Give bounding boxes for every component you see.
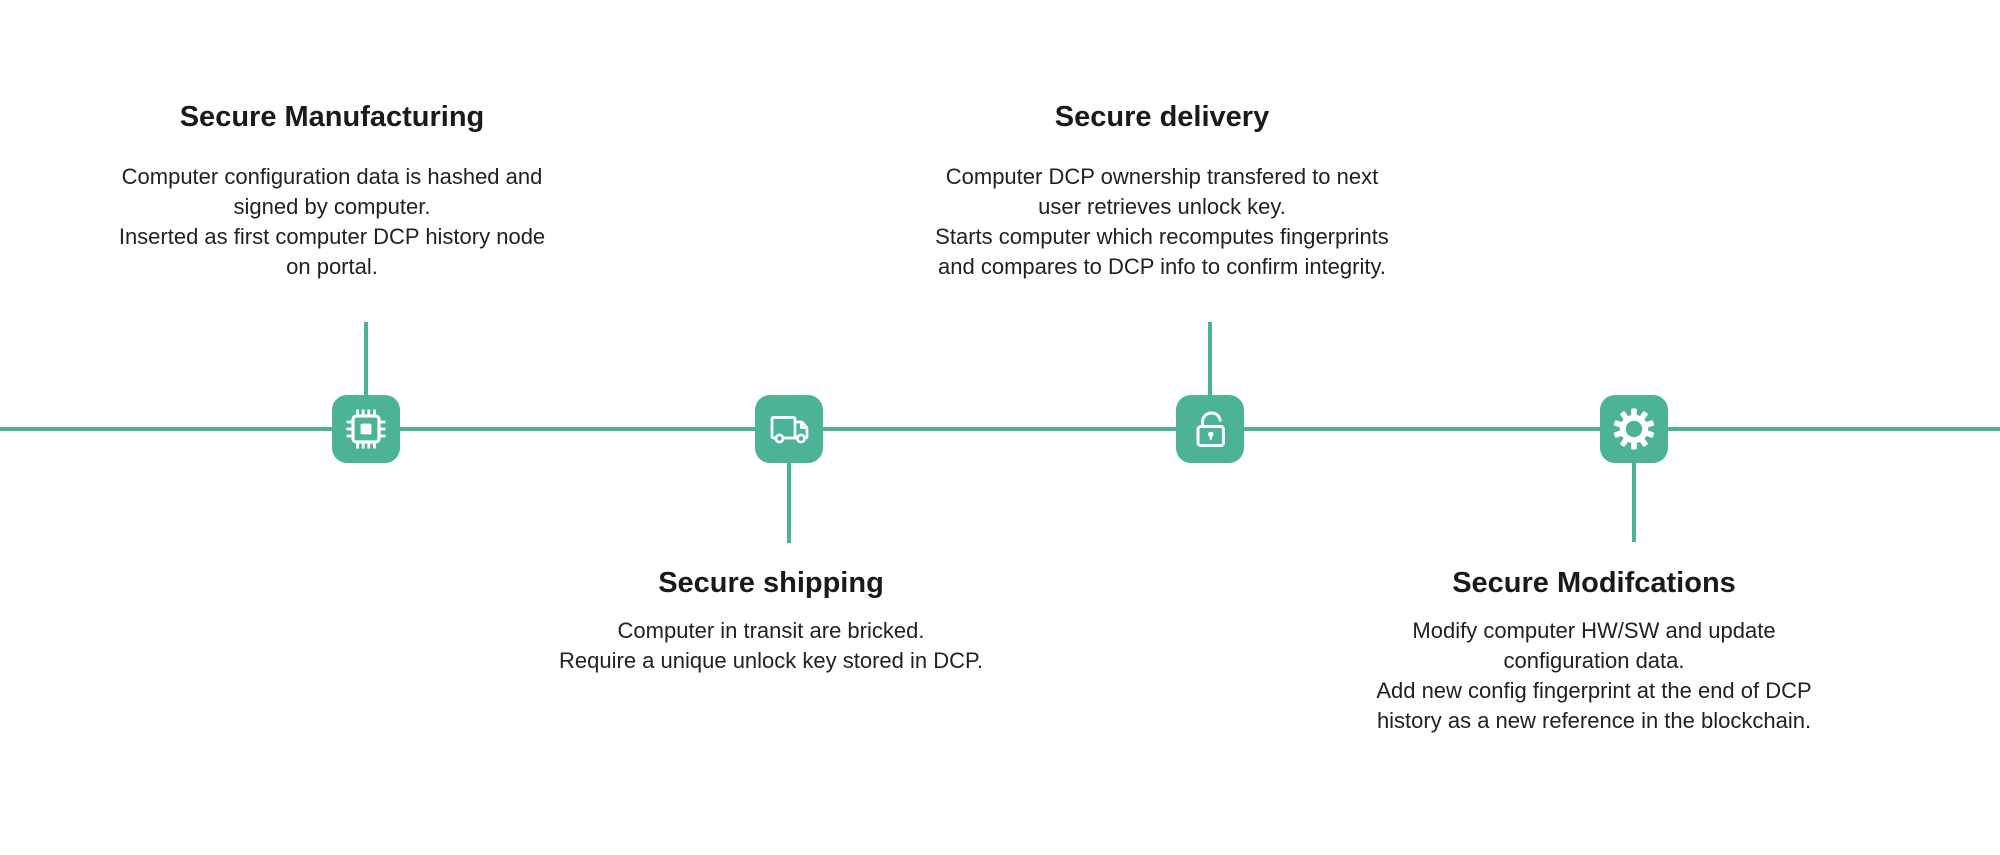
stage-description-line: Add new config fingerprint at the end of… (1376, 678, 1812, 703)
stage-delivery: Secure delivery Computer DCP ownership t… (882, 98, 1442, 282)
stage-icon-manufacturing (332, 395, 400, 463)
stage-description-line: Starts computer which recomputes fingerp… (935, 224, 1389, 249)
stage-description-line: Computer DCP ownership transfered to nex… (945, 164, 1379, 189)
stage-description-line: Inserted as first computer DCP history n… (118, 224, 546, 249)
connector-line (787, 429, 791, 543)
stage-description-line: Modify computer HW/SW and update (1412, 618, 1776, 643)
unlocked-padlock-icon (1196, 411, 1225, 447)
stage-icon-shipping (755, 395, 823, 463)
stage-description-line: Require a unique unlock key stored in DC… (559, 648, 983, 673)
stage-title: Secure delivery (1054, 101, 1270, 133)
stage-description-line: on portal. (286, 254, 378, 279)
stage-description-line: configuration data. (1503, 648, 1685, 673)
stage-description-line: and compares to DCP info to confirm inte… (938, 254, 1386, 279)
stage-description-line: history as a new reference in the blockc… (1376, 708, 1812, 733)
stage-icon-delivery (1176, 395, 1244, 463)
chip-icon (346, 409, 386, 449)
stage-title: Secure Modifcations (1452, 567, 1736, 599)
stage-description-line: Computer in transit are bricked. (617, 618, 925, 643)
stage-title: Secure Manufacturing (179, 101, 485, 133)
stage-title: Secure shipping (658, 567, 884, 599)
stage-description-line: signed by computer. (233, 194, 431, 219)
connector-line (1208, 322, 1212, 429)
stage-manufacturing: Secure Manufacturing Computer configurat… (52, 98, 612, 282)
stage-description-line: user retrieves unlock key. (1038, 194, 1286, 219)
truck-icon (770, 416, 809, 444)
gear-icon (1613, 408, 1655, 450)
stage-modifications: Secure Modifcations Modify computer HW/S… (1314, 564, 1874, 736)
stage-description-line: Computer configuration data is hashed an… (121, 164, 543, 189)
stage-shipping: Secure shipping Computer in transit are … (491, 564, 1051, 676)
stage-icon-modifications (1600, 395, 1668, 463)
timeline-axis (0, 427, 2000, 431)
connector-line (1632, 429, 1636, 542)
connector-line (364, 322, 368, 429)
